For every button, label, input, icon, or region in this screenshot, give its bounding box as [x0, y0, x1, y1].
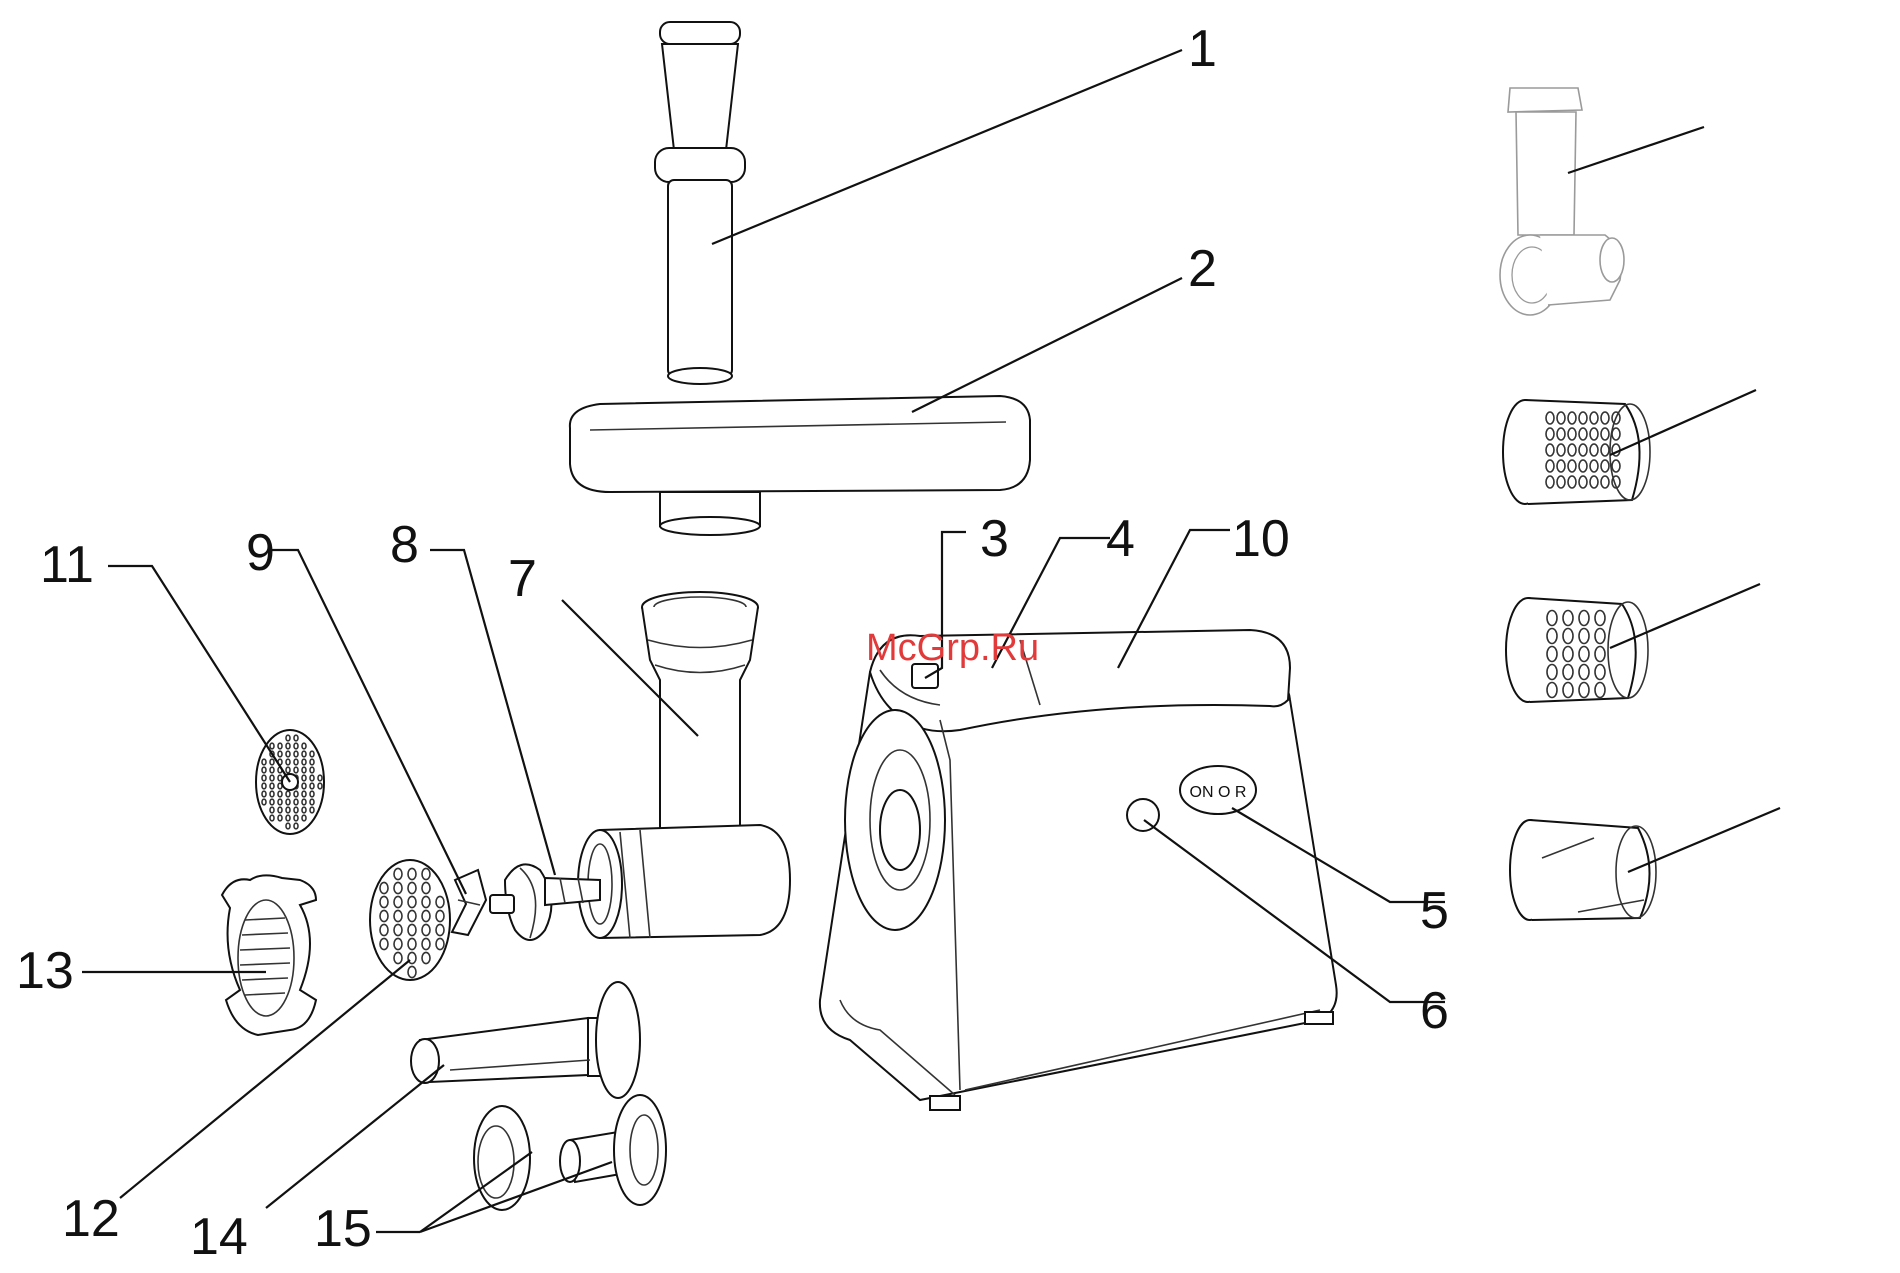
motor-body-part: ON O R [820, 630, 1337, 1110]
switch-label: ON O R [1190, 784, 1247, 801]
callout-10: 10 [1232, 510, 1290, 568]
callout-1: 1 [1188, 20, 1217, 78]
kebbe-attachment-part [474, 1095, 666, 1210]
disc-12-part [370, 860, 450, 980]
callout-3: 3 [980, 510, 1009, 568]
callout-7: 7 [508, 550, 537, 608]
callout-13: 13 [16, 942, 74, 1000]
watermark: McGrp.Ru [866, 627, 1039, 669]
tray-part [570, 396, 1030, 535]
callout-9: 9 [246, 524, 275, 582]
callout-6: 6 [1420, 982, 1449, 1040]
grinder-head-part [578, 592, 790, 938]
pusher-part [655, 22, 745, 384]
callout-4: 4 [1106, 510, 1135, 568]
callout-14: 14 [190, 1208, 248, 1266]
callout-11: 11 [40, 536, 94, 594]
slicing-drum-part [1506, 598, 1648, 702]
coarse-drum-part [1503, 400, 1650, 504]
sausage-funnel-part [411, 982, 640, 1098]
callout-15: 15 [314, 1200, 372, 1258]
shredder-housing-part [1500, 88, 1624, 315]
callout-12: 12 [62, 1190, 120, 1248]
ring-nut-part [222, 875, 316, 1035]
callout-2: 2 [1188, 240, 1217, 298]
callout-5: 5 [1420, 882, 1449, 940]
callout-8: 8 [390, 516, 419, 574]
